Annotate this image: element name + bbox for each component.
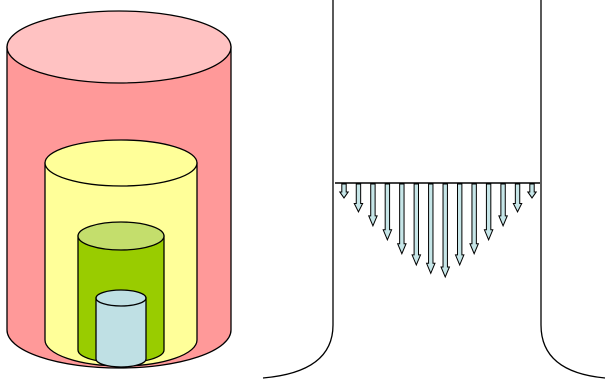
- inner-cylinder-top: [77, 221, 165, 251]
- innermost-cylinder-top: [95, 289, 147, 307]
- velocity-arrow: [411, 183, 422, 267]
- middle-cylinder-top: [44, 139, 198, 187]
- innermost-cylinder: [95, 289, 147, 368]
- velocity-arrow: [469, 183, 480, 256]
- velocity-arrow: [498, 183, 509, 228]
- velocity-arrow: [396, 183, 407, 256]
- velocity-arrow: [512, 183, 523, 214]
- velocity-arrow: [382, 183, 393, 242]
- velocity-arrow: [353, 183, 364, 214]
- outer-cylinder-top: [6, 10, 232, 84]
- pipe-right-wall: [540, 0, 606, 379]
- velocity-profile: [335, 182, 540, 279]
- velocity-arrow: [483, 183, 494, 242]
- pipe-left-wall: [262, 0, 334, 379]
- velocity-arrow: [425, 183, 436, 275]
- velocity-arrow: [338, 183, 350, 199]
- pipe: [262, 0, 606, 379]
- velocity-arrows: [338, 183, 538, 279]
- velocity-arrow: [526, 183, 538, 199]
- velocity-arrow: [440, 183, 451, 279]
- nested-cylinders: [6, 10, 232, 369]
- innermost-cylinder-body: [95, 297, 147, 368]
- velocity-arrow: [454, 183, 465, 267]
- velocity-arrow: [367, 183, 378, 228]
